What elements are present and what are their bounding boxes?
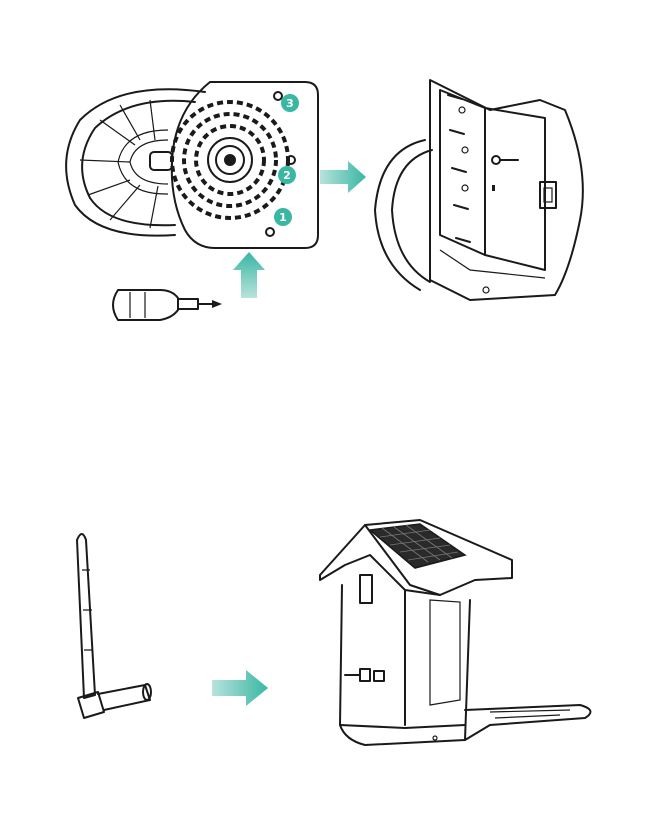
badge-step-2: 2: [278, 166, 296, 184]
svg-text:3: 3: [286, 97, 294, 110]
arrow-up-icon: [233, 252, 265, 298]
arrow-right-icon: [320, 161, 366, 193]
antenna-icon: [77, 534, 151, 718]
screwdriver-icon: [113, 290, 222, 320]
step-attach-antenna: [0, 500, 663, 820]
step-mount-bracket: 3 2 1: [0, 0, 663, 360]
svg-text:1: 1: [279, 211, 287, 224]
badge-step-1: 1: [274, 208, 292, 226]
svg-text:2: 2: [283, 169, 291, 182]
bird-feeder-illustration: [320, 520, 590, 745]
badge-step-3: 3: [281, 94, 299, 112]
arrow-right-icon: [212, 670, 268, 706]
solar-panel-icon: [370, 524, 465, 568]
feeder-back-illustration: [375, 80, 583, 300]
